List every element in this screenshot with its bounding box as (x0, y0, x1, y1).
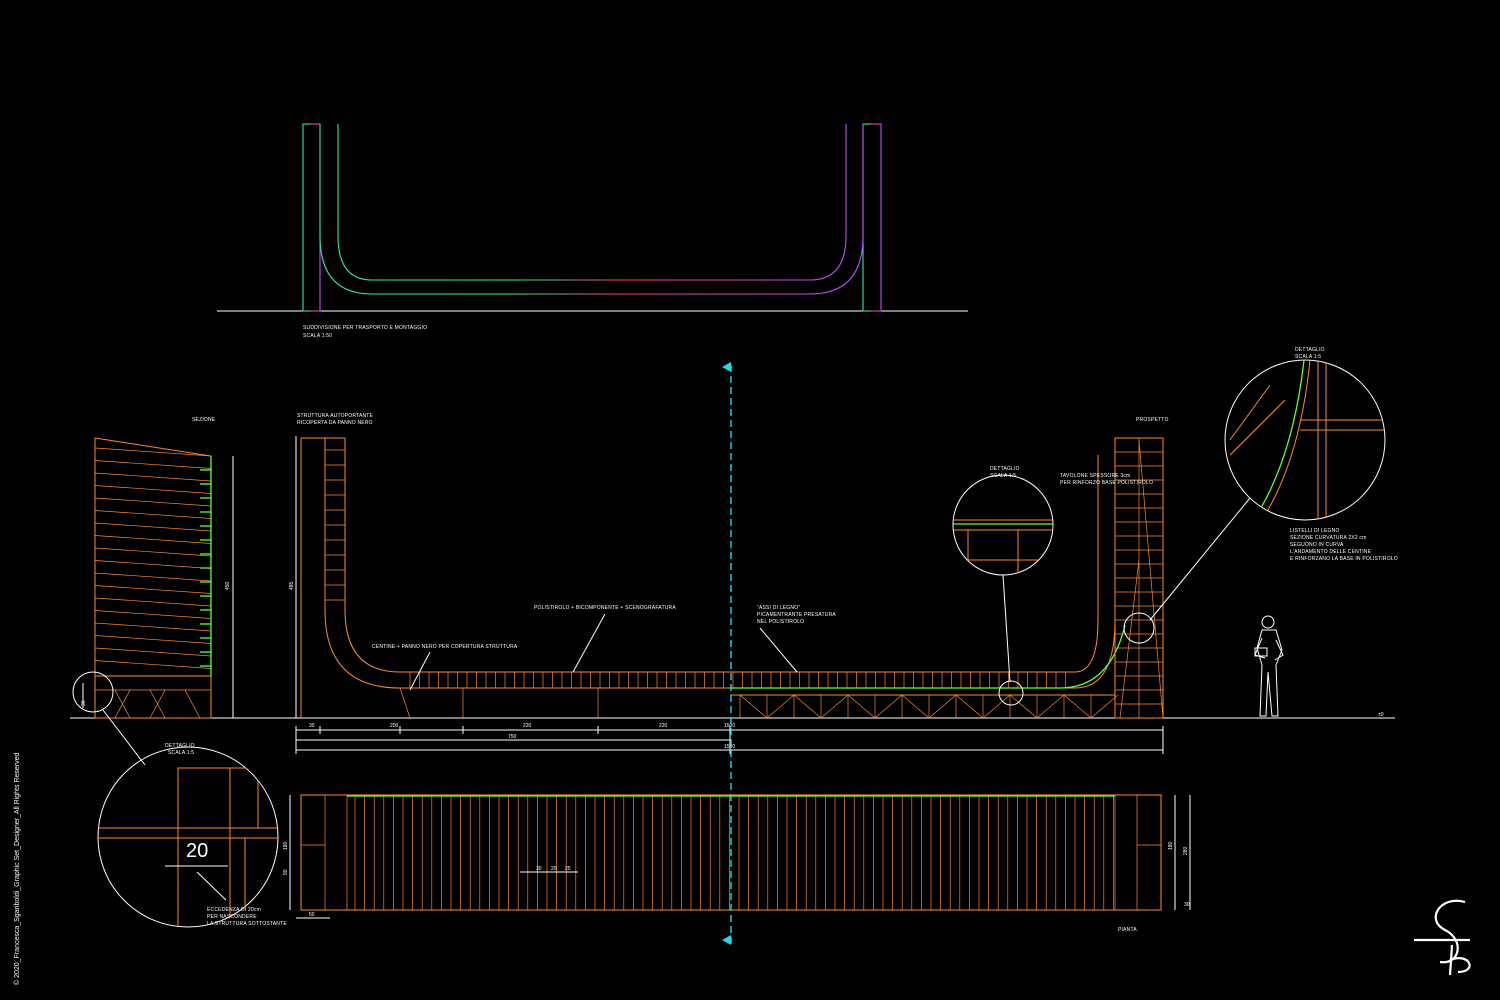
listelli-label-2: SEZIONE CURVATURA 2X2 cm (1290, 535, 1366, 541)
section-view: SEZIONE 450 (94, 417, 234, 719)
ground-label: ±0 (1378, 712, 1384, 718)
plan-dim-30: 30 (536, 866, 542, 872)
assi-label-3: NEL POLISTIROLO (757, 619, 804, 625)
detail-middle-title: DETTAGLIO (990, 466, 1020, 472)
assi-label-2: PICAMENTRANTE PRESATURA (757, 612, 836, 618)
ramp-green-finish (730, 624, 1126, 689)
dim-200: 200 (390, 723, 399, 729)
dim-1500a: 1500 (724, 723, 735, 729)
main-elevation: ±0 SEZIONE 450 STRUTTURA AUTOPORTANTE RI… (70, 347, 1398, 766)
detail-circle-middle: DETTAGLIO SCALA 1:5 TAVOLONE SPESSORE 3c… (952, 466, 1153, 706)
ramp-elevation: STRUTTURA AUTOPORTANTE RICOPERTA DA PANN… (289, 413, 1169, 719)
listelli-label-3: SEGUONO IN CURVA (1290, 542, 1344, 548)
dim-height-left: 450 (225, 581, 231, 590)
dim-220a: 220 (523, 723, 532, 729)
plan-slats (354, 796, 1114, 910)
detail-circle-right: DETTAGLIO SCALA 1:5 LISTELLI DI LEGNO SE… (1123, 347, 1398, 644)
section-boards (94, 447, 212, 669)
dim-bottom-left: 30 (81, 700, 87, 706)
plan-dim-180r: 180 (1168, 841, 1174, 850)
plan-dim-90: 90 (283, 869, 289, 875)
pianta-label: PIANTA (1118, 927, 1137, 933)
prospetto-label: PROSPETTO (1136, 417, 1169, 423)
struttura-label-2: RICOPERTA DA PANNO NERO (297, 420, 373, 426)
plan-dim-280: 280 (1183, 846, 1189, 855)
assi-label-1: "ASSI DI LEGNO" (757, 605, 800, 611)
understructure-truss (739, 694, 1119, 719)
top-ramp-outline (302, 123, 882, 312)
detail-bottom-20: 20 (186, 840, 208, 862)
top-scale: SCALA 1:50 (303, 333, 332, 339)
signature-logo (1414, 899, 1471, 976)
detail-circle-bottom: DETTAGLIO SCALA 1:5 20 ECCEDENZA DI 20cm… (97, 743, 287, 928)
top-view: SUDDIVISIONE PER TRASPORTO E MONTAGGIO S… (217, 123, 968, 339)
plan-dim-20: 20 (551, 866, 557, 872)
plan-view: 180 90 280 180 30 50 30 20 25 PIANTA (283, 794, 1191, 933)
person-silhouette-icon (1254, 615, 1284, 717)
dim-1500b: 1500 (724, 744, 735, 750)
listelli-label-5: E RINFORZANO LA BASE IN POLISTIROLO (1290, 556, 1398, 562)
tavolone-label-2: PER RINFORZO BASE POLISTIROLO (1060, 480, 1153, 486)
top-caption: SUDDIVISIONE PER TRASPORTO E MONTAGGIO (303, 325, 427, 331)
detail-right-title: DETTAGLIO (1295, 347, 1325, 353)
centine-label: CENTINE + PANNO NERO PER COPERTURA STRUT… (372, 644, 518, 650)
eccedenza-label-2: PER NASCONDERE (207, 914, 257, 920)
top-slats (320, 131, 863, 294)
plan-dim-180: 180 (283, 841, 289, 850)
tavolone-label-1: TAVOLONE SPESSORE 3cm (1060, 473, 1130, 479)
dim-750: 750 (508, 734, 517, 740)
dim-height-right: 485 (289, 581, 295, 590)
eccedenza-label-3: LA STRUTTURA SOTTOSTANTE (207, 921, 287, 927)
plan-dim-30b: 30 (1184, 902, 1190, 908)
section-label: SEZIONE (192, 417, 216, 423)
polistirolo-label: POLISTIROLO + BICOMPONENTE + SCENOGRAFAT… (534, 605, 676, 611)
base-detail-small: 30 (72, 671, 146, 766)
detail-right-scale: SCALA 1:5 (1295, 354, 1321, 360)
dim-30: 30 (309, 723, 315, 729)
detail-bottom-title: DETTAGLIO (165, 743, 195, 749)
eccedenza-label-1: ECCEDENZA DI 20cm (207, 907, 261, 913)
struttura-label-1: STRUTTURA AUTOPORTANTE (297, 413, 374, 419)
plan-dim-25: 25 (565, 866, 571, 872)
tower-slats (1115, 451, 1163, 705)
listelli-label-4: L'ANDAMENTO DELLE CENTINE (1290, 549, 1372, 555)
section-arrow-icon (722, 362, 731, 372)
section-green-ticks (200, 469, 211, 667)
dim-220b: 220 (659, 723, 668, 729)
center-axis (722, 362, 732, 945)
detail-middle-scale: SCALA 1:5 (990, 473, 1016, 479)
listelli-label-1: LISTELLI DI LEGNO (1290, 528, 1340, 534)
dimension-lines: 30 200 220 220 1500 750 1500 (295, 723, 1164, 754)
ramp-slats (325, 449, 1066, 688)
plan-dims: 180 90 280 180 30 50 30 20 25 (283, 795, 1191, 919)
copyright-text: © 2020_Francesca_Sgariboldi_Graphic Set_… (13, 752, 21, 985)
detail-bottom-scale: SCALA 1:5 (168, 750, 194, 756)
plan-dim-50: 50 (309, 912, 315, 918)
